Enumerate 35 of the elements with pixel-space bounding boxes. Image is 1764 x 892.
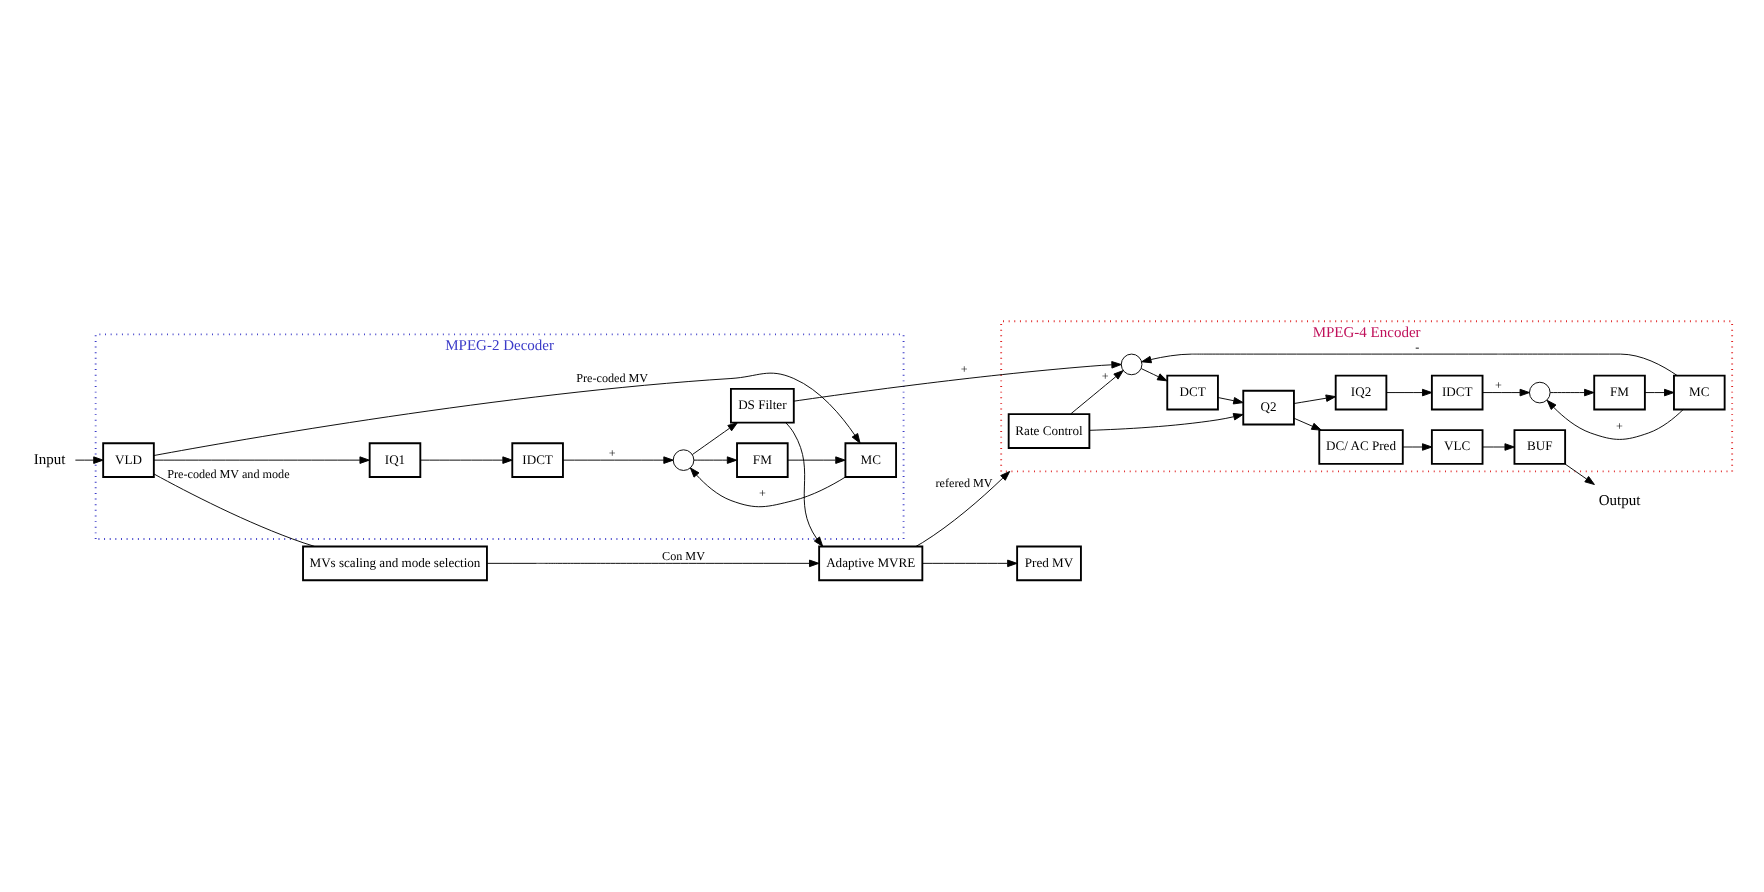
arrow [787,455,846,463]
arrow [915,469,1011,546]
arrow [1546,398,1684,439]
arrow [1141,352,1678,376]
node-text: Output [1598,489,1641,508]
arrow [1644,387,1675,396]
arrow [1482,442,1515,450]
arrow [486,558,820,567]
arrow [1140,367,1168,381]
arrow [1089,412,1244,430]
arrow [1386,387,1433,396]
arrow [785,421,824,546]
arrow [1549,387,1595,396]
arrow [153,455,370,463]
arrow [1070,369,1124,414]
node-circle [1120,352,1143,375]
arrow [1293,416,1322,430]
node-text: Input [33,448,66,467]
arrow [74,455,104,463]
arrow [793,360,1122,401]
arrow [693,455,738,463]
arrow [1564,462,1595,484]
arrow [419,455,513,463]
arrow [1217,396,1244,404]
node-circle [672,448,695,470]
arrow [153,371,861,455]
arrow [1482,387,1530,396]
arrow [922,558,1018,567]
arrow [1293,393,1337,403]
arrow [562,455,674,463]
arrow [689,466,846,507]
arrow [1402,442,1433,450]
node-circle [1529,380,1551,403]
connector [153,472,316,546]
arrow [691,421,738,454]
